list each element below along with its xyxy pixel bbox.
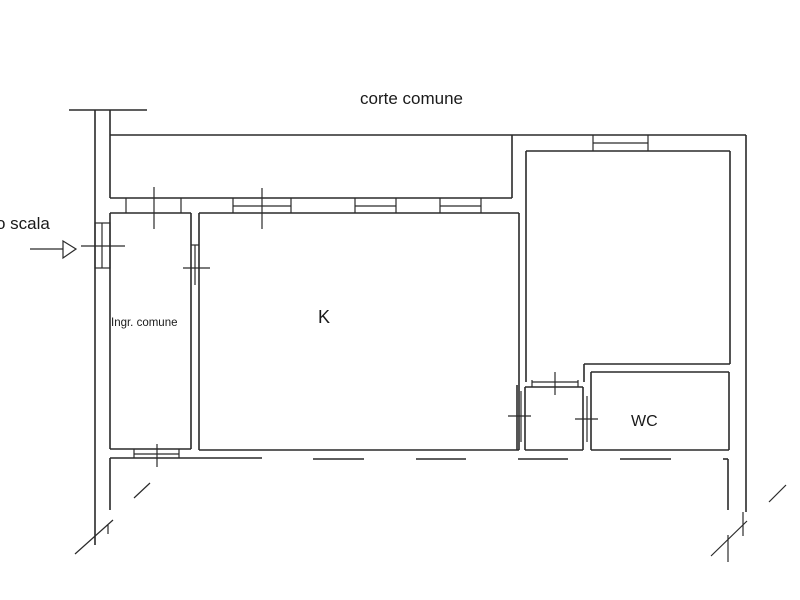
room-wc [590, 371, 730, 451]
label-common-entrance: Ingr. comune [111, 317, 177, 329]
room-right [525, 150, 731, 382]
door-hall-west [508, 391, 531, 442]
label-courtyard: corte comune [360, 89, 463, 108]
label-wc: WC [631, 413, 658, 430]
door-wc [575, 396, 598, 442]
window-kitchen-3 [439, 198, 482, 213]
door-hall-north [531, 372, 579, 395]
window-kitchen-1 [232, 188, 292, 229]
room-hall [516, 385, 584, 451]
door-entrance-to-kitchen [183, 244, 210, 285]
bottom-walls [74, 457, 787, 562]
label-stair-access: o scala [0, 214, 50, 233]
room-kitchen [198, 212, 520, 451]
outer-walls [69, 109, 747, 545]
room-common-entrance [109, 212, 192, 450]
window-right-room-north [592, 135, 649, 151]
door-stair-entrance [30, 222, 125, 269]
window-corridor-west [125, 187, 182, 229]
window-kitchen-2 [354, 198, 397, 213]
label-kitchen: K [318, 307, 330, 327]
door-entrance-south [133, 444, 180, 467]
